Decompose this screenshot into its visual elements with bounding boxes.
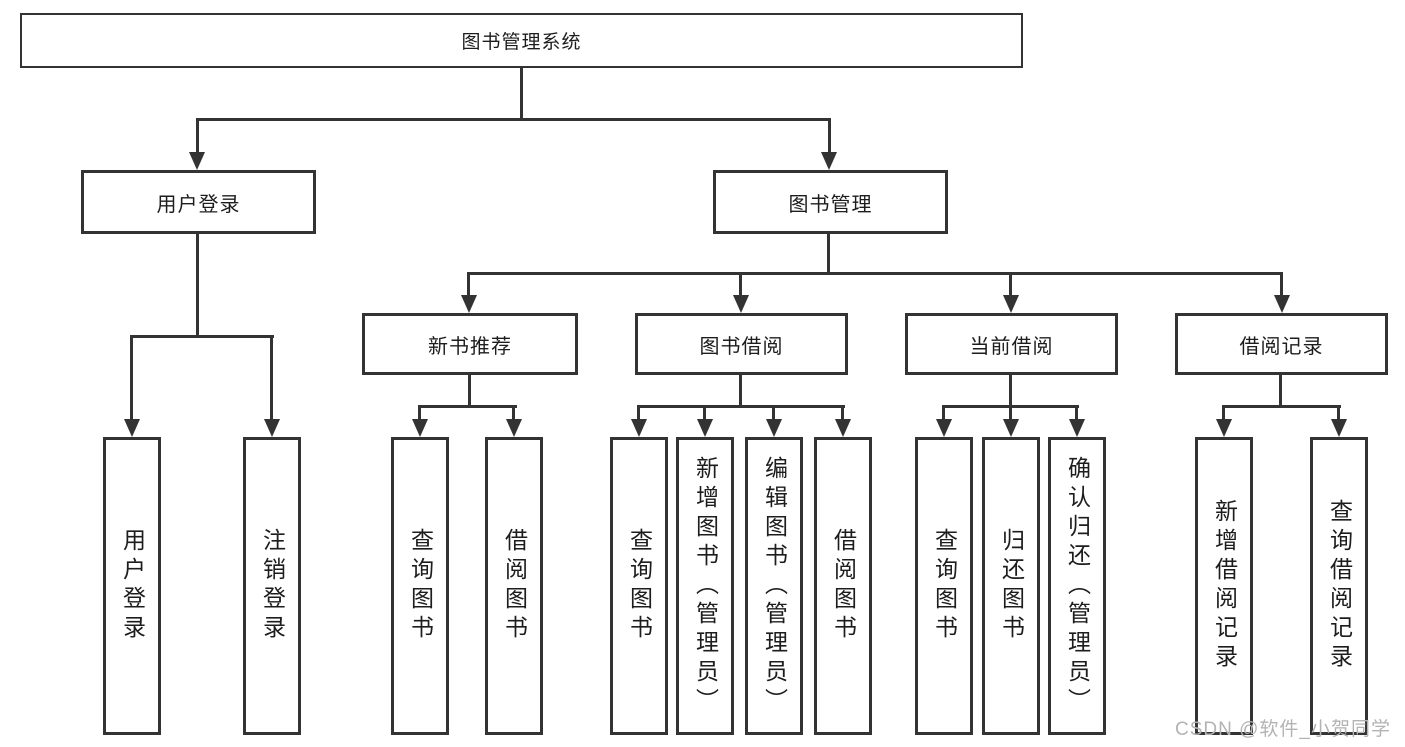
leaf-borrow-edit-admin: 编辑图书（管理员） bbox=[745, 437, 803, 735]
connector-line bbox=[637, 405, 845, 408]
connector-line bbox=[1009, 405, 1012, 421]
arrow-down-icon bbox=[506, 419, 522, 437]
arrow-down-icon bbox=[766, 419, 782, 437]
leaf-newbook-borrow: 借阅图书 bbox=[485, 437, 543, 735]
leaf-current-return: 归还图书 bbox=[982, 437, 1040, 735]
arrow-down-icon bbox=[1274, 295, 1290, 313]
connector-line bbox=[1280, 272, 1283, 297]
connector-line bbox=[1279, 375, 1282, 405]
arrow-down-icon bbox=[412, 419, 428, 437]
arrow-down-icon bbox=[461, 295, 477, 313]
node-book-management-label: 图书管理 bbox=[788, 193, 873, 216]
connector-line bbox=[197, 118, 831, 121]
connector-line bbox=[468, 375, 471, 405]
connector-line bbox=[637, 405, 640, 421]
arrow-down-icon bbox=[697, 419, 713, 437]
leaf-borrow-borrow-label: 借阅图书 bbox=[830, 528, 857, 644]
leaf-current-confirm-admin: 确认归还（管理员） bbox=[1048, 437, 1106, 735]
connector-line bbox=[1075, 405, 1078, 421]
leaf-newbook-query: 查询图书 bbox=[391, 437, 449, 735]
connector-line bbox=[739, 375, 742, 405]
arrow-down-icon bbox=[1331, 419, 1347, 437]
leaf-logout: 注销登录 bbox=[243, 437, 301, 735]
node-borrow-record: 借阅记录 bbox=[1175, 313, 1388, 375]
connector-line bbox=[1009, 375, 1012, 405]
arrow-down-icon bbox=[189, 152, 205, 170]
leaf-newbook-query-label: 查询图书 bbox=[407, 528, 434, 644]
node-root-label: 图书管理系统 bbox=[461, 32, 582, 53]
connector-line bbox=[131, 335, 274, 338]
leaf-user-login-label: 用户登录 bbox=[119, 528, 146, 644]
leaf-record-add-label: 新增借阅记录 bbox=[1211, 499, 1238, 673]
node-book-borrow: 图书借阅 bbox=[635, 313, 848, 375]
arrow-down-icon bbox=[264, 419, 280, 437]
connector-line bbox=[520, 68, 523, 118]
connector-line bbox=[418, 405, 421, 421]
connector-line bbox=[130, 335, 133, 421]
leaf-current-query: 查询图书 bbox=[915, 437, 973, 735]
leaf-record-add: 新增借阅记录 bbox=[1195, 437, 1253, 735]
arrow-down-icon bbox=[835, 419, 851, 437]
node-user-login-label: 用户登录 bbox=[156, 193, 241, 216]
connector-line bbox=[1009, 272, 1012, 297]
connector-line bbox=[512, 405, 515, 421]
arrow-down-icon bbox=[821, 152, 837, 170]
connector-line bbox=[828, 118, 831, 154]
leaf-current-confirm-admin-label: 确认归还（管理员） bbox=[1064, 455, 1091, 717]
node-current-borrow-label: 当前借阅 bbox=[969, 335, 1054, 358]
node-new-book-recommend-label: 新书推荐 bbox=[428, 335, 512, 358]
node-root: 图书管理系统 bbox=[20, 13, 1023, 68]
connector-line bbox=[772, 405, 775, 421]
leaf-borrow-query-label: 查询图书 bbox=[626, 528, 653, 644]
connector-line bbox=[1337, 405, 1340, 421]
connector-line bbox=[703, 405, 706, 421]
leaf-current-return-label: 归还图书 bbox=[998, 528, 1025, 644]
csdn-watermark: CSDN @软件_小贺同学 bbox=[1175, 719, 1391, 740]
leaf-record-query: 查询借阅记录 bbox=[1310, 437, 1368, 735]
arrow-down-icon bbox=[936, 419, 952, 437]
arrow-down-icon bbox=[1003, 419, 1019, 437]
node-user-login: 用户登录 bbox=[81, 170, 316, 234]
arrow-down-icon bbox=[631, 419, 647, 437]
node-book-borrow-label: 图书借阅 bbox=[699, 335, 784, 358]
leaf-borrow-add-admin: 新增图书（管理员） bbox=[676, 437, 734, 735]
connector-line bbox=[418, 405, 517, 408]
leaf-user-login: 用户登录 bbox=[103, 437, 161, 735]
arrow-down-icon bbox=[1216, 419, 1232, 437]
arrow-down-icon bbox=[1003, 295, 1019, 313]
connector-line bbox=[1222, 405, 1341, 408]
node-new-book-recommend: 新书推荐 bbox=[362, 313, 578, 375]
connector-line bbox=[942, 405, 945, 421]
leaf-borrow-add-admin-label: 新增图书（管理员） bbox=[692, 455, 719, 717]
arrow-down-icon bbox=[124, 419, 140, 437]
node-book-management: 图书管理 bbox=[713, 170, 948, 234]
connector-line bbox=[196, 234, 199, 335]
leaf-logout-label: 注销登录 bbox=[259, 528, 286, 644]
connector-line bbox=[841, 405, 844, 421]
node-current-borrow: 当前借阅 bbox=[905, 313, 1118, 375]
connector-line bbox=[467, 272, 470, 297]
connector-line bbox=[196, 118, 199, 154]
connector-line bbox=[270, 335, 273, 421]
arrow-down-icon bbox=[1069, 419, 1085, 437]
leaf-borrow-borrow: 借阅图书 bbox=[814, 437, 872, 735]
leaf-current-query-label: 查询图书 bbox=[931, 528, 958, 644]
arrow-down-icon bbox=[733, 295, 749, 313]
connector-line bbox=[468, 272, 1283, 275]
connector-line bbox=[827, 234, 830, 272]
leaf-borrow-edit-admin-label: 编辑图书（管理员） bbox=[761, 455, 788, 717]
leaf-borrow-query: 查询图书 bbox=[610, 437, 668, 735]
connector-line bbox=[1222, 405, 1225, 421]
leaf-record-query-label: 查询借阅记录 bbox=[1326, 499, 1353, 673]
leaf-newbook-borrow-label: 借阅图书 bbox=[501, 528, 528, 644]
connector-line bbox=[739, 272, 742, 297]
node-borrow-record-label: 借阅记录 bbox=[1239, 335, 1324, 358]
